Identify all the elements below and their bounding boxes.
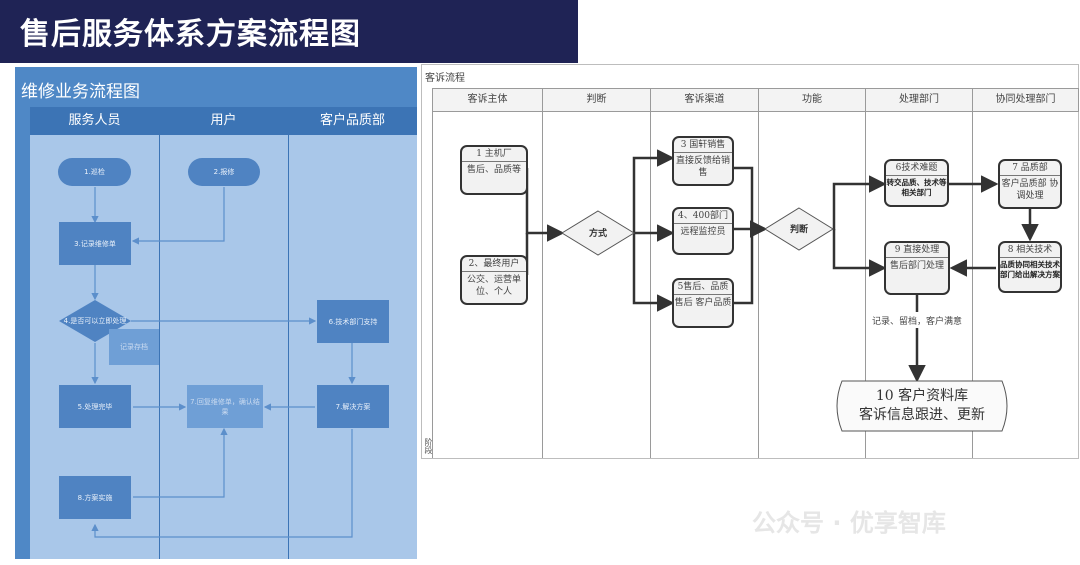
column-divider (650, 112, 651, 458)
box-direct-handling: 9 直接处理 售后部门处理 (884, 241, 950, 295)
box-title: 6技术难题 (886, 161, 947, 176)
lane-header-row: 服务人员 用户 客户品质部 (30, 107, 417, 135)
node-feedback: 7.回复维修单，确认结果 (187, 385, 263, 428)
node-decide: 4.是否可以立即处理 (63, 317, 127, 325)
method-label: 方式 (588, 229, 607, 239)
box-title: 5售后、品质 (674, 280, 732, 295)
box-body: 转交品质、技术等相关部门 (886, 178, 947, 197)
column-header: 客诉主体 (432, 88, 542, 112)
box-quality-dept: 7 品质部 客户品质部 协调处理 (998, 159, 1062, 209)
box-body: 售后 客户品质 (674, 298, 732, 308)
box-tech-issue: 6技术难题 转交品质、技术等相关部门 (884, 159, 949, 207)
box-body: 公交、运营单位、个人 (466, 275, 521, 297)
column-divider (758, 112, 759, 458)
lane-divider (159, 107, 160, 559)
box-body: 售后、品质等 (466, 165, 521, 175)
title-banner: 售后服务体系方案流程图 (0, 0, 578, 63)
node-implement: 8.方案实施 (59, 476, 131, 519)
box-title: 8 相关技术 (1000, 243, 1060, 258)
box-oem: 1 主机厂 售后、品质等 (460, 145, 528, 195)
box-after-sales: 5售后、品质 售后 客户品质 (672, 278, 734, 328)
box-title: 1 主机厂 (462, 147, 526, 162)
column-divider (972, 112, 973, 458)
record-note: 记录、留档，客户满意 (872, 317, 963, 327)
lane-customer-quality: 客户品质部 (319, 113, 385, 128)
box-title: 2、最终用户 (462, 257, 526, 272)
judge-label: 判断 (789, 225, 808, 235)
node-done: 5.处理完毕 (59, 385, 131, 428)
method-diamond (561, 210, 635, 256)
complaint-flow-diagram: 客诉流程 阶段 客诉主体 判断 客诉渠道 功能 处理部门 协同处理部门 (421, 64, 1079, 459)
node-patrol: 1.巡检 (58, 158, 131, 186)
box-body: 远程监控员 (680, 227, 726, 237)
node-solution: 7.解决方案 (317, 385, 389, 428)
watermark: 公众号 · 优享智库 (752, 509, 946, 537)
repair-flow-diagram: 维修业务流程图 服务人员 用户 客户品质部 1.巡检 2.报修 3.记录维修单 … (15, 67, 417, 559)
column-header: 处理部门 (865, 88, 972, 112)
lane-service-staff: 服务人员 (68, 113, 121, 128)
node-log: 记录存档 (109, 329, 159, 365)
column-header: 协同处理部门 (972, 88, 1079, 112)
database-label: 10 客户资料库 客诉信息跟进、更新 (827, 387, 1017, 425)
node-tech-support: 6.技术部门支持 (317, 300, 389, 343)
complaint-flow-title: 客诉流程 (425, 73, 465, 84)
box-title: 7 品质部 (1000, 161, 1060, 176)
database-title: 10 客户资料库 (875, 388, 969, 404)
stage-label: 阶段 (424, 438, 433, 454)
node-report: 2.报修 (188, 158, 260, 186)
column-header: 客诉渠道 (650, 88, 758, 112)
column-header: 判断 (542, 88, 650, 112)
customer-database-shape (836, 380, 1008, 432)
repair-flow-header: 维修业务流程图 (15, 67, 417, 107)
box-title: 3 国轩销售 (674, 138, 732, 153)
complaint-flow-connectors (525, 149, 1039, 432)
column-header: 功能 (758, 88, 865, 112)
box-end-user: 2、最终用户 公交、运营单位、个人 (460, 255, 528, 305)
box-title: 9 直接处理 (886, 243, 948, 258)
box-body: 直接反馈给销售 (675, 156, 730, 178)
repair-flow-title: 维修业务流程图 (21, 82, 140, 102)
column-divider (432, 112, 433, 458)
lane-left-margin (15, 107, 30, 559)
box-body: 品质协同相关技术部门给出解决方案 (1000, 260, 1060, 279)
lane-user: 用户 (210, 113, 237, 128)
box-title: 4、400部门 (674, 209, 732, 224)
box-sales: 3 国轩销售 直接反馈给销售 (672, 136, 734, 186)
page-title: 售后服务体系方案流程图 (20, 17, 361, 52)
box-body: 客户品质部 协调处理 (1001, 179, 1059, 201)
database-subtitle: 客诉信息跟进、更新 (859, 407, 985, 423)
node-record: 3.记录维修单 (59, 222, 131, 265)
lane-divider (288, 107, 289, 559)
box-body: 售后部门处理 (889, 261, 944, 271)
column-divider (865, 112, 866, 458)
column-divider (542, 112, 543, 458)
judge-diamond (764, 207, 834, 251)
box-400-dept: 4、400部门 远程监控员 (672, 207, 734, 255)
box-related-tech: 8 相关技术 品质协同相关技术部门给出解决方案 (998, 241, 1062, 293)
